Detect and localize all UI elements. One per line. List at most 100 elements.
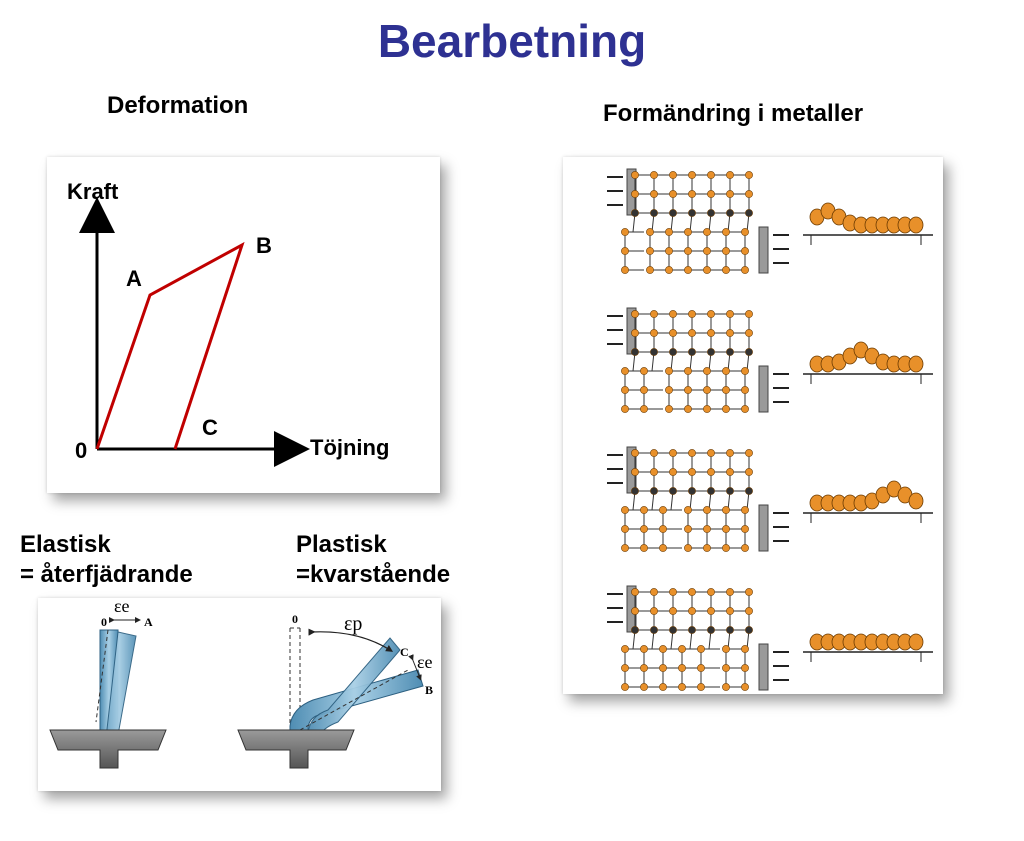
elastic-label-0: 0: [101, 615, 107, 629]
lattice-atom: [703, 228, 711, 236]
lattice-atom: [669, 348, 677, 356]
lattice-atom: [741, 506, 749, 514]
lattice-atom: [650, 626, 658, 634]
lattice-atom: [726, 449, 734, 457]
lattice-atom: [707, 171, 715, 179]
deformation-path: [95, 241, 245, 450]
lattice-atom: [707, 626, 715, 634]
lattice-atom: [669, 209, 677, 217]
lattice-atom: [707, 209, 715, 217]
elastic-caption: Elastisk = återfjädrande: [20, 530, 193, 590]
lattice-atom: [703, 266, 711, 274]
lattice-atom: [659, 506, 667, 514]
lattice-atom: [665, 266, 673, 274]
lattice-atom: [640, 506, 648, 514]
lattice-atom: [726, 209, 734, 217]
lattice-atom: [640, 664, 648, 672]
lattice-atom: [741, 683, 749, 691]
lattice-atom: [650, 588, 658, 596]
lattice-atom: [665, 247, 673, 255]
elastic-label-eps: εe: [114, 598, 130, 616]
lattice-atom: [650, 310, 658, 318]
lattice-atom: [745, 607, 753, 615]
lattice-atom: [741, 405, 749, 413]
lattice-atom: [745, 487, 753, 495]
elastic-title: Elastisk: [20, 531, 111, 558]
lattice-atom: [650, 329, 658, 337]
lattice-atom: [722, 405, 730, 413]
lattice-atom: [669, 449, 677, 457]
lattice-atom: [688, 468, 696, 476]
lattice-atom: [678, 683, 686, 691]
lattice-atom: [646, 228, 654, 236]
lattice-atom: [722, 367, 730, 375]
lattice-atom: [631, 348, 639, 356]
lattice-atom: [726, 588, 734, 596]
lattice-atom: [631, 468, 639, 476]
lattice-atom: [745, 171, 753, 179]
lattice-atom: [697, 683, 705, 691]
lattice-atom: [726, 329, 734, 337]
lattice-atom: [684, 228, 692, 236]
lattice-atom: [659, 645, 667, 653]
lattice-atom: [703, 525, 711, 533]
lattice-atom: [722, 247, 730, 255]
lattice-atom: [665, 386, 673, 394]
lattice-atom: [640, 525, 648, 533]
worm-segment: [908, 216, 924, 234]
lattice-atom: [631, 171, 639, 179]
point-a-label: A: [126, 266, 142, 291]
lattice-atom: [707, 607, 715, 615]
lattice-atom: [745, 626, 753, 634]
point-c-label: C: [202, 415, 218, 440]
lattice-atom: [650, 487, 658, 495]
lattice-atom: [631, 310, 639, 318]
lattice-atom: [640, 645, 648, 653]
lattice-atom: [621, 367, 629, 375]
lattice-atom: [722, 525, 730, 533]
lattice-atom: [621, 386, 629, 394]
deformation-diagram-panel: Kraft Töjning 0 A B C: [47, 157, 440, 493]
lattice-atom: [646, 266, 654, 274]
lattice-atom: [745, 209, 753, 217]
lattice-atom: [678, 645, 686, 653]
lattice-atom: [621, 683, 629, 691]
lattice-atom: [688, 310, 696, 318]
metal-deformation-panel: [563, 157, 943, 694]
lattice-atom: [745, 348, 753, 356]
lattice-atom: [703, 247, 711, 255]
lattice-atom: [707, 468, 715, 476]
lattice-atom: [741, 544, 749, 552]
lattice-atom: [697, 664, 705, 672]
lattice-atom: [722, 228, 730, 236]
lattice-atom: [669, 310, 677, 318]
lattice-atom: [640, 683, 648, 691]
lattice-atom: [703, 367, 711, 375]
plastic-bar-group: 0 εp C εe B: [237, 612, 433, 769]
lattice-atom: [688, 588, 696, 596]
lattice-atom: [726, 310, 734, 318]
plastic-label-0: 0: [292, 612, 298, 626]
lattice-atom: [741, 525, 749, 533]
lattice-atom: [669, 588, 677, 596]
lattice-atom: [688, 449, 696, 457]
lattice-atom: [722, 645, 730, 653]
lattice-atom: [669, 190, 677, 198]
lattice-atom: [621, 405, 629, 413]
lattice-atom: [745, 468, 753, 476]
lattice-atom: [631, 588, 639, 596]
bending-illustration: 0 A εe 0 εp C εe B: [49, 596, 433, 769]
lattice-atom: [621, 506, 629, 514]
lattice-atom: [650, 468, 658, 476]
lattice-atom: [684, 386, 692, 394]
plastic-subtitle: =kvarstående: [296, 561, 451, 588]
lattice-atom: [703, 405, 711, 413]
press-bar: [758, 226, 769, 274]
lattice-atom: [741, 247, 749, 255]
lattice-atom: [659, 683, 667, 691]
lattice-atom: [669, 171, 677, 179]
lattice-atom: [684, 367, 692, 375]
lattice-atom: [665, 228, 673, 236]
lattice-atom: [722, 683, 730, 691]
plastic-label-eps-e: εe: [417, 652, 433, 672]
